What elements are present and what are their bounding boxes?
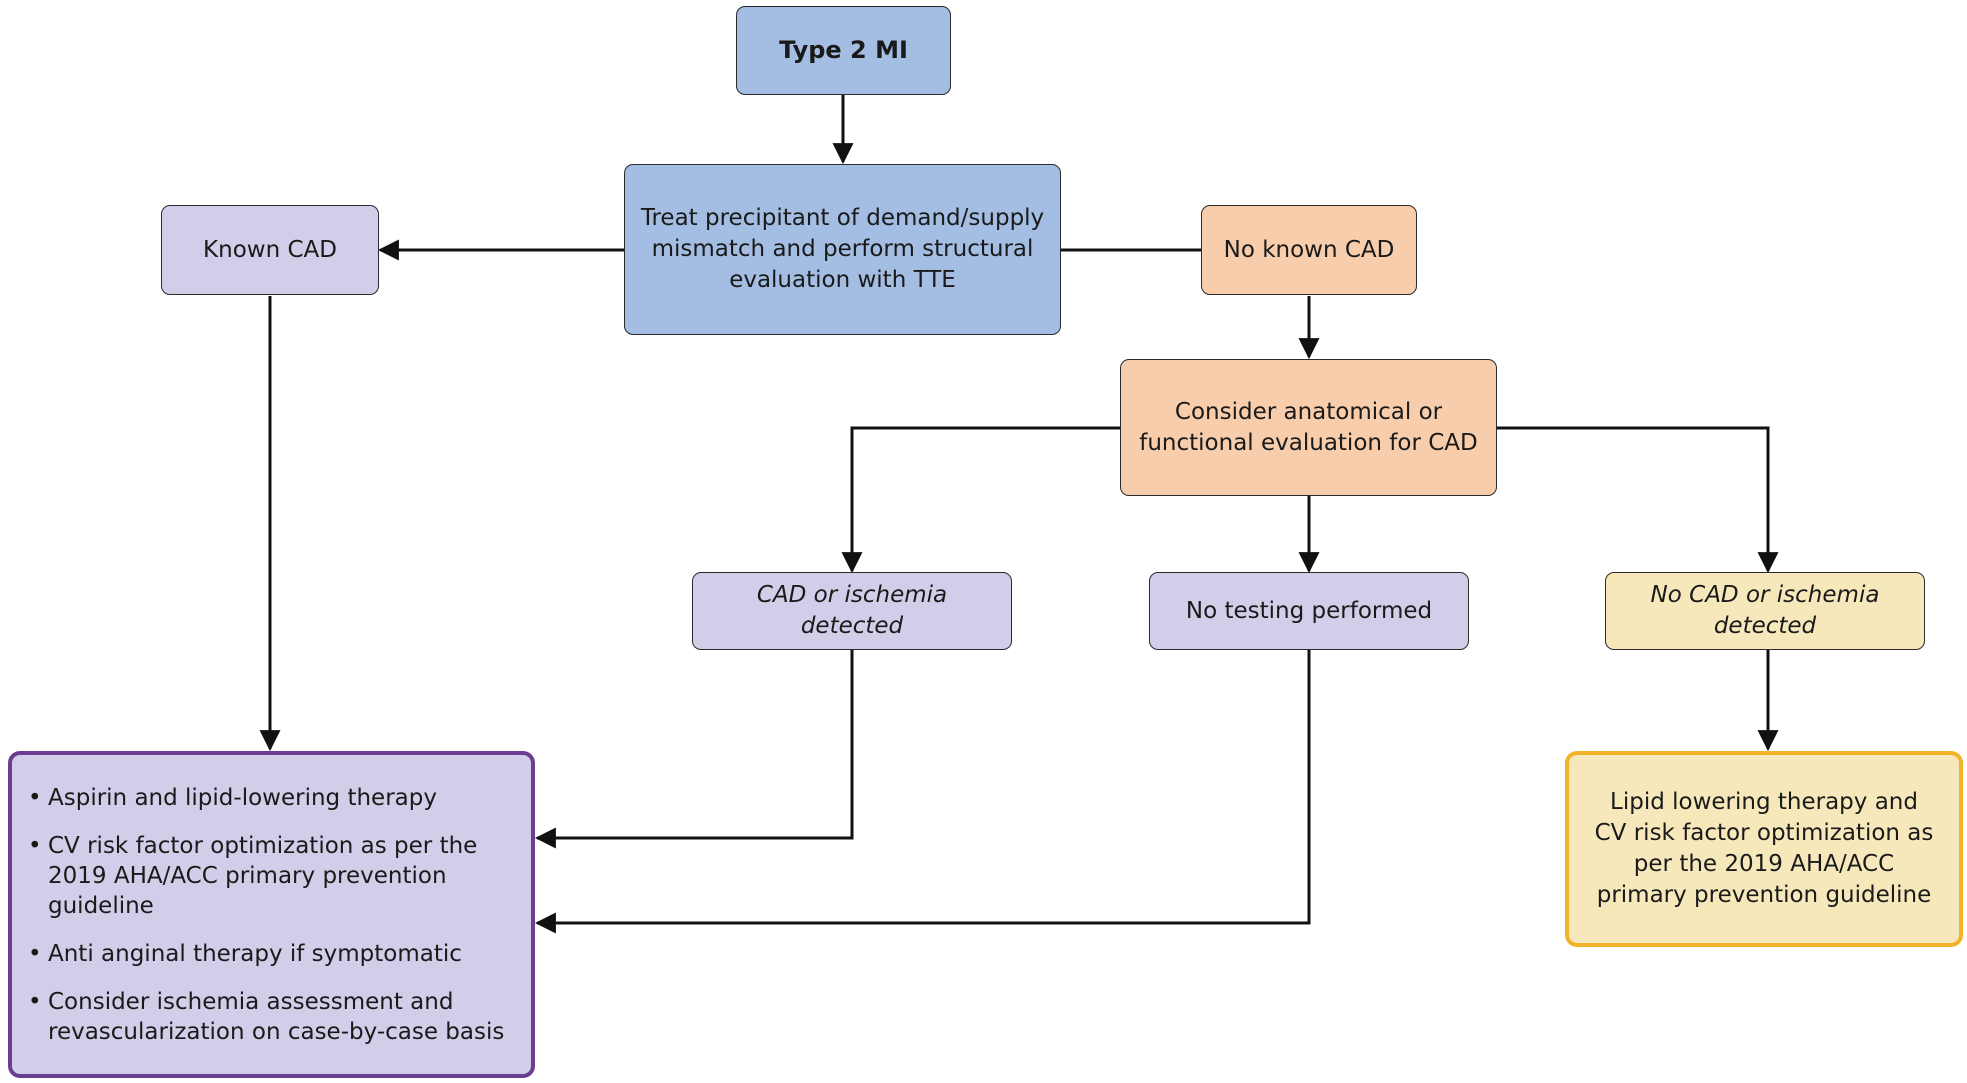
node-no-testing: No testing performed (1149, 572, 1469, 650)
list-item: CV risk factor optimization as per the 2… (24, 831, 521, 921)
node-cad-detected: CAD or ischemia detected (692, 572, 1012, 650)
node-no-known-cad-label: No known CAD (1223, 236, 1395, 263)
node-treat-precipitant: Treat precipitant of demand/supply misma… (624, 164, 1061, 335)
list-item: Consider ischemia assessment and revascu… (24, 987, 521, 1047)
node-no-cad-management-label: Lipid lowering therapy and CV risk facto… (1594, 789, 1934, 908)
node-known-cad-label: Known CAD (203, 236, 337, 263)
arrow-no-testing-to-management (534, 650, 1311, 934)
node-cad-management: Aspirin and lipid-lowering therapy CV ri… (8, 751, 535, 1078)
cad-management-list: Aspirin and lipid-lowering therapy CV ri… (24, 755, 521, 1074)
node-known-cad: Known CAD (161, 205, 379, 295)
node-no-testing-label: No testing performed (1185, 597, 1433, 624)
node-consider-evaluation: Consider anatomical or functional evalua… (1120, 359, 1497, 496)
node-cad-detected-label: CAD or ischemia detected (756, 582, 948, 639)
list-item: Aspirin and lipid-lowering therapy (24, 783, 521, 813)
node-no-cad-management: Lipid lowering therapy and CV risk facto… (1565, 751, 1963, 947)
node-treat-precipitant-label: Treat precipitant of demand/supply misma… (640, 205, 1045, 293)
node-type-2-mi-label: Type 2 MI (779, 36, 908, 64)
node-type-2-mi: Type 2 MI (736, 6, 951, 95)
arrow-cad-detected-to-management (534, 650, 854, 849)
node-no-cad-detected-label: No CAD or ischemia detected (1650, 582, 1880, 639)
node-consider-evaluation-label: Consider anatomical or functional evalua… (1139, 398, 1478, 456)
arrow-consider-to-cad-detected (841, 426, 1120, 574)
node-no-cad-detected: No CAD or ischemia detected (1605, 572, 1925, 650)
node-no-known-cad: No known CAD (1201, 205, 1417, 295)
arrow-consider-to-no-cad-detected (1497, 426, 1779, 574)
list-item: Anti anginal therapy if symptomatic (24, 939, 521, 969)
